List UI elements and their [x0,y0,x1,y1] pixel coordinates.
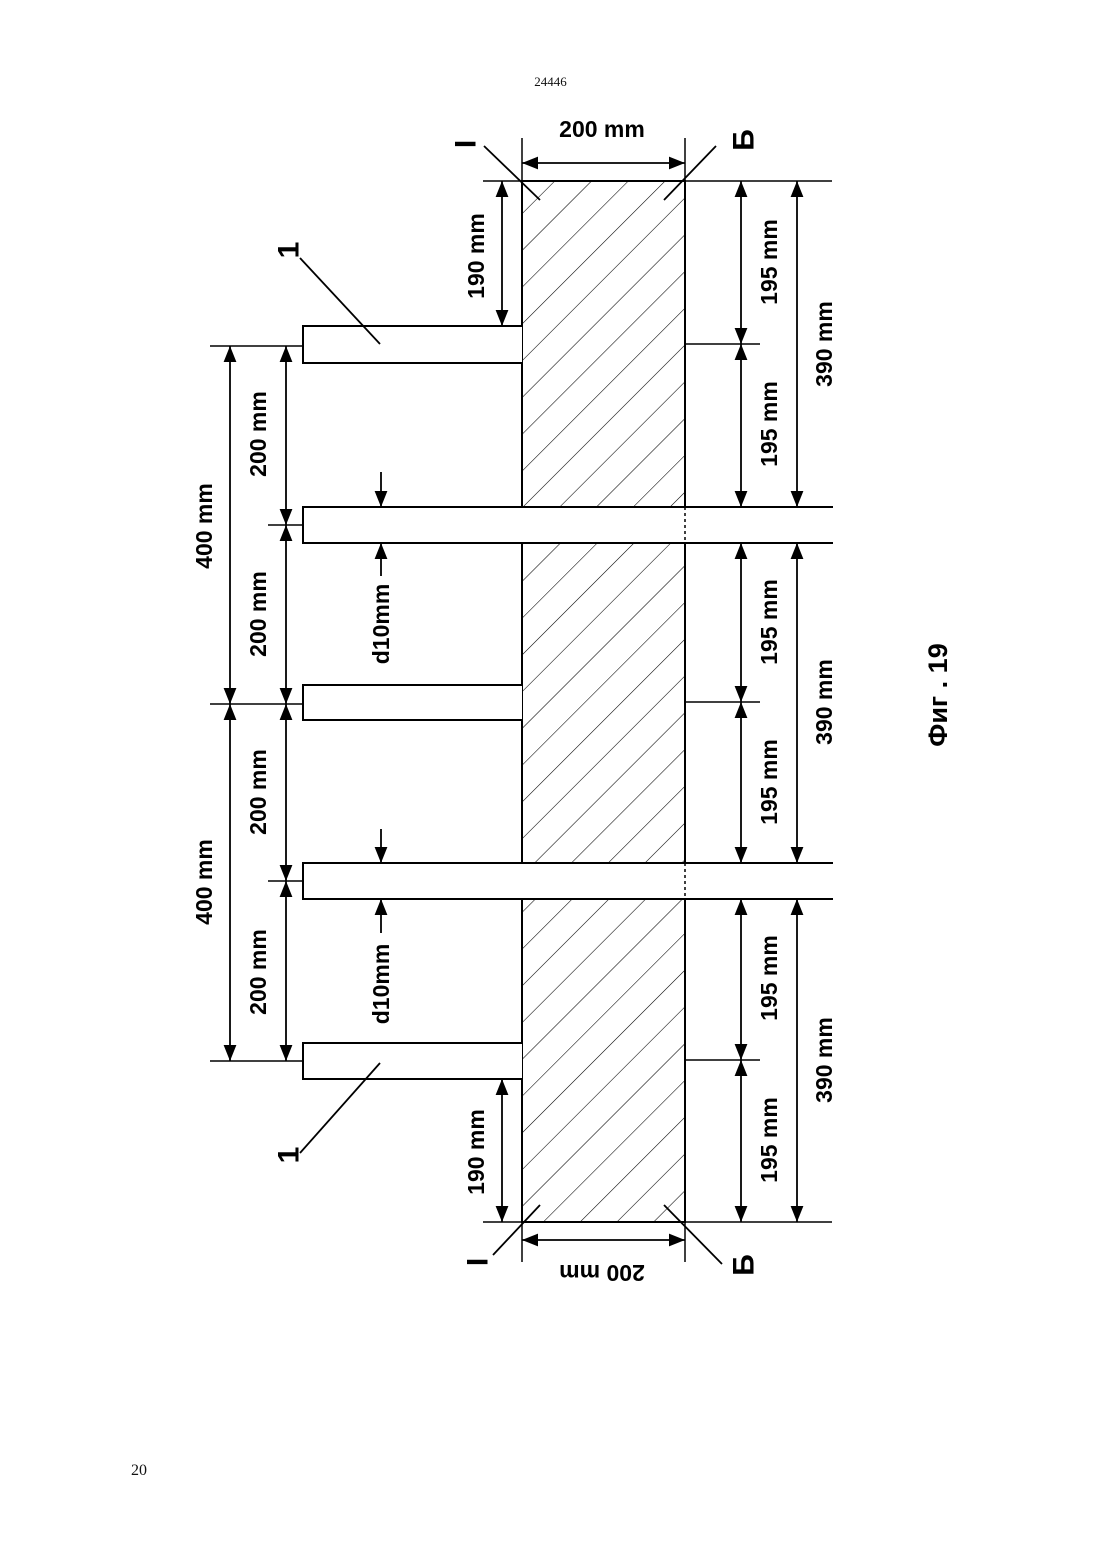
rebar-long-2 [303,863,833,899]
label-wall-width-top: 200 mm [559,116,645,142]
label-spacing-2: 200 mm [245,571,271,657]
label-total-1: 390 mm [811,301,837,387]
label-section-b-top: Б [728,129,761,151]
label-spacing-4: 200 mm [245,929,271,1015]
page-number: 20 [131,1462,147,1480]
label-half-3: 195 mm [756,579,782,665]
figure-caption: Фиг . 19 [923,643,953,746]
leader-section-i-bottom [493,1205,540,1255]
label-section-i-bottom: I [462,1258,495,1266]
label-wall-width-bottom: 200 mm [559,1260,645,1286]
label-spacing-1: 200 mm [245,391,271,477]
label-total-2: 390 mm [811,659,837,745]
rebar-short-3 [303,1043,522,1079]
leader-section-b-bottom [664,1205,722,1264]
label-section-b-bottom: Б [728,1254,761,1276]
label-total-3: 390 mm [811,1017,837,1103]
label-spacing-3: 200 mm [245,749,271,835]
leader-section-i-top [484,146,540,200]
label-half-2: 195 mm [756,381,782,467]
label-half-5: 195 mm [756,935,782,1021]
label-half-6: 195 mm [756,1097,782,1183]
label-span-total-2: 400 mm [191,839,217,925]
label-diameter-2: d10mm [368,944,394,1025]
label-section-i-top: I [450,140,483,148]
wall-block-3 [522,899,685,1222]
label-edge-gap-bottom: 190 mm [463,1109,489,1195]
rebar-short-2 [303,685,522,720]
rebar-short-1 [303,326,522,363]
label-item-bottom: 1 [273,1147,306,1164]
wall-block-2 [522,543,685,863]
label-item-top: 1 [273,242,306,259]
label-span-total-1: 400 mm [191,483,217,569]
leader-section-b-top [664,146,716,200]
wall-block-1 [522,181,685,507]
label-diameter-1: d10mm [368,584,394,665]
label-edge-gap-top: 190 mm [463,213,489,299]
label-half-1: 195 mm [756,219,782,305]
rebar-long-1 [303,507,833,543]
label-half-4: 195 mm [756,739,782,825]
wall-blocks [522,181,685,1222]
